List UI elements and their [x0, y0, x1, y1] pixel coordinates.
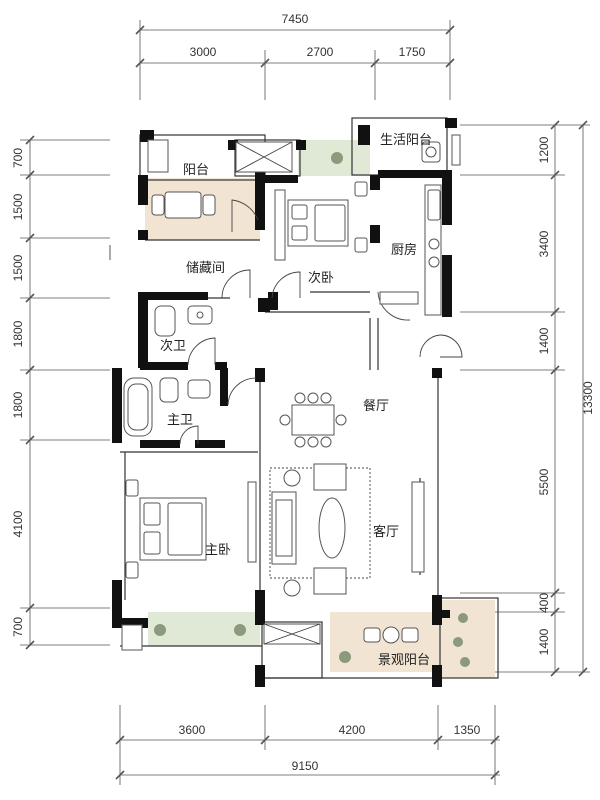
label-second-bath: 次卫 — [160, 338, 186, 354]
room-labels: 阳台 储藏间 次卧 厨房 生活阳台 次卫 主卫 餐厅 客厅 主卧 景观阳台 — [160, 133, 432, 668]
right-dimension-3: 1400 — [537, 327, 551, 354]
label-master-bath: 主卫 — [167, 413, 193, 428]
bottom-total-dimension: 9150 — [292, 759, 319, 773]
windows — [121, 134, 461, 651]
plant-icon — [331, 152, 343, 164]
right-dimension-4: 5500 — [537, 468, 551, 495]
plant-icon — [339, 651, 351, 663]
left-dimensions: 700 1500 1500 1800 1800 4100 700 — [11, 135, 110, 650]
bottom-dimension-1: 3600 — [179, 723, 206, 737]
view-balcony-floor — [330, 612, 440, 672]
left-dimension-7: 700 — [11, 617, 25, 637]
plant-icon — [154, 624, 166, 636]
top-total-dimension: 7450 — [282, 12, 309, 26]
label-master-bedroom: 主卧 — [205, 543, 231, 558]
plant-icon — [458, 613, 468, 623]
label-kitchen: 厨房 — [391, 242, 417, 258]
label-dining: 餐厅 — [363, 398, 389, 414]
bottom-dimensions: 3600 4200 1350 9150 — [115, 705, 500, 785]
second-bath-fixtures — [154, 305, 213, 337]
bottom-dimension-2: 4200 — [339, 723, 366, 737]
label-living: 客厅 — [373, 524, 399, 540]
master-bath-fixtures — [123, 377, 211, 437]
label-second-bedroom: 次卧 — [308, 270, 334, 286]
left-dimension-5: 1800 — [11, 391, 25, 418]
left-dimension-1: 700 — [11, 148, 25, 168]
top-dimension-1: 3000 — [190, 45, 217, 59]
plant-icon — [460, 657, 470, 667]
left-dimension-3: 1500 — [11, 254, 25, 281]
master-bedroom-bed — [125, 479, 207, 579]
view-balcony-furniture — [363, 626, 419, 644]
plant-icon — [453, 637, 463, 647]
walls — [112, 118, 457, 687]
label-balcony: 阳台 — [183, 163, 209, 178]
plant-icon — [234, 624, 246, 636]
left-dimension-4: 1800 — [11, 320, 25, 347]
right-dimension-2: 3400 — [537, 230, 551, 257]
right-dimension-5: 400 — [537, 593, 551, 613]
right-dimension-6: 1400 — [537, 628, 551, 655]
top-dimension-2: 2700 — [307, 45, 334, 59]
kitchen-fixtures — [379, 184, 442, 316]
bottom-dimension-3: 1350 — [454, 723, 481, 737]
balcony-lounge-set — [151, 191, 216, 219]
utility-balcony-fixtures — [421, 141, 441, 163]
top-dimensions: 7450 3000 2700 1750 — [135, 12, 455, 100]
dining-table-set — [279, 392, 347, 448]
second-bedroom-bed — [274, 181, 368, 261]
label-utility-balcony: 生活阳台 — [380, 133, 432, 148]
plant-icons — [154, 152, 470, 667]
label-storage: 储藏间 — [186, 261, 225, 276]
doors — [109, 199, 463, 445]
right-dimensions: 1200 3400 1400 5500 400 1400 13300 — [460, 120, 595, 677]
label-view-balcony: 景观阳台 — [378, 653, 430, 668]
living-room-furniture — [269, 463, 425, 597]
right-total-dimension: 13300 — [581, 381, 595, 415]
left-dimension-6: 4100 — [11, 510, 25, 537]
left-dimension-2: 1500 — [11, 193, 25, 220]
top-dimension-3: 1750 — [399, 45, 426, 59]
right-dimension-1: 1200 — [537, 136, 551, 163]
